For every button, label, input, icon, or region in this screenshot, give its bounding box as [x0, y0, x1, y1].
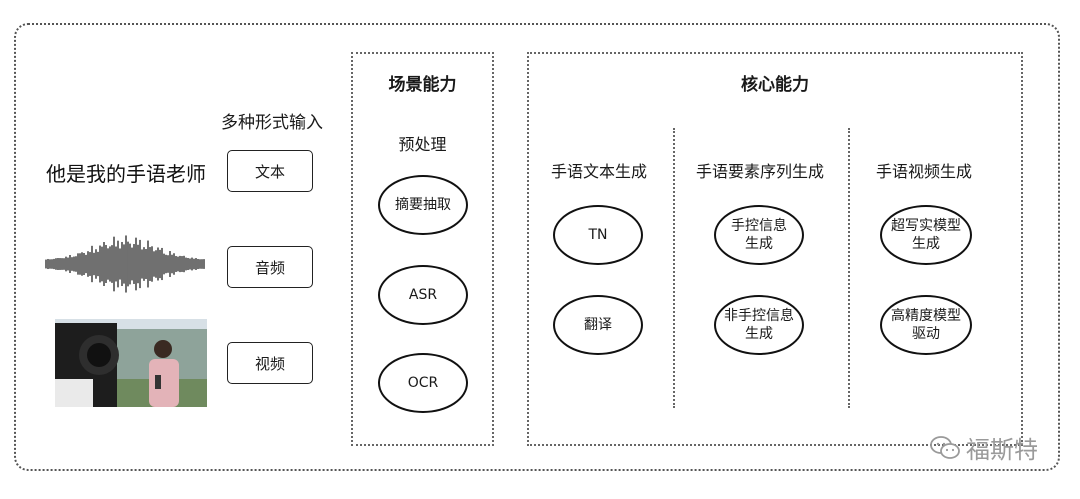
core-node-label: 非手控信息 生成: [724, 308, 794, 342]
core-column-title: 手语要素序列生成: [695, 162, 824, 181]
column-divider: [848, 128, 850, 408]
input-audio-label: 音频: [254, 258, 285, 277]
audio-waveform-icon: [45, 235, 205, 293]
scene-node: OCR: [378, 353, 468, 413]
column-divider: [673, 128, 675, 408]
scene-node: 摘要抽取: [378, 175, 468, 235]
wechat-icon: [930, 435, 960, 459]
diagram-frame: [14, 23, 1060, 471]
watermark: 福斯特: [930, 430, 1038, 465]
core-node: 超写实模型 生成: [880, 205, 972, 265]
input-text-box: 文本: [227, 150, 313, 192]
scene-node-label: OCR: [407, 375, 439, 391]
core-column-title: 手语文本生成: [550, 162, 647, 181]
core-panel: [527, 52, 1023, 446]
video-thumbnail: [55, 319, 207, 407]
scene-node-label: 摘要抽取: [395, 197, 451, 213]
core-node-label: 超写实模型 生成: [891, 218, 961, 252]
input-audio-box: 音频: [227, 246, 313, 288]
core-node: 手控信息 生成: [714, 205, 804, 265]
input-title: 多种形式输入: [221, 113, 323, 133]
core-node-label: 翻译: [584, 317, 612, 333]
core-column-title: 手语视频生成: [875, 162, 972, 181]
scene-subtitle: 预处理: [398, 135, 447, 154]
watermark-text: 福斯特: [966, 436, 1038, 464]
core-node-label: TN: [588, 227, 608, 243]
input-video-label: 视频: [254, 354, 285, 373]
scene-panel: [351, 52, 494, 446]
input-text-label: 文本: [254, 162, 285, 181]
core-node: 高精度模型 驱动: [880, 295, 972, 355]
input-video-box: 视频: [227, 342, 313, 384]
scene-node: ASR: [378, 265, 468, 325]
core-node-label: 手控信息 生成: [731, 218, 787, 252]
core-node: TN: [553, 205, 643, 265]
sample-text: 他是我的手语老师: [46, 162, 206, 186]
core-title: 核心能力: [741, 75, 809, 95]
scene-title: 场景能力: [388, 75, 457, 95]
core-node: 非手控信息 生成: [714, 295, 804, 355]
core-node: 翻译: [553, 295, 643, 355]
core-node-label: 高精度模型 驱动: [891, 308, 961, 342]
scene-node-label: ASR: [408, 287, 438, 303]
